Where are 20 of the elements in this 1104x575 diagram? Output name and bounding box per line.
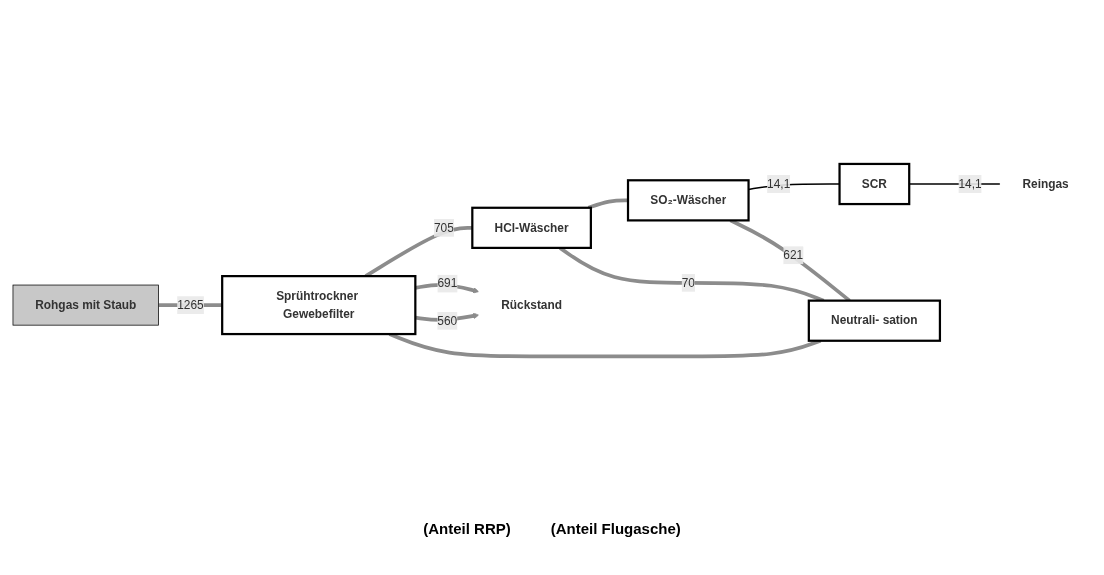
edge-label: 14,1 xyxy=(767,177,791,190)
annotation-text: (Anteil RRP) xyxy=(423,520,511,537)
node-text: Reingas xyxy=(1022,177,1069,190)
edge-label: 691 xyxy=(437,276,458,290)
edge-label: 14,1 xyxy=(958,177,982,190)
annotation-text: (Anteil Flugasche) xyxy=(550,520,681,537)
connector xyxy=(587,198,628,210)
node-box: Sprühtrockner Gewebefilter xyxy=(221,274,417,336)
node-box: Neutrali- sation xyxy=(807,299,942,342)
edge-label: 705 xyxy=(433,220,454,234)
node-box: SCR xyxy=(838,162,911,205)
node-box: HCl-Wäscher xyxy=(471,206,592,249)
edge-label: 70 xyxy=(681,275,695,289)
node-box: SO₂-Wäscher xyxy=(626,179,750,222)
node-text: Rückstand xyxy=(501,298,562,311)
edge-label: 560 xyxy=(437,313,458,327)
arrow xyxy=(415,282,480,294)
edge-label: 1265 xyxy=(177,298,204,311)
node-box: Rohgas mit Staub xyxy=(12,284,159,326)
edge-label: 621 xyxy=(783,248,804,262)
